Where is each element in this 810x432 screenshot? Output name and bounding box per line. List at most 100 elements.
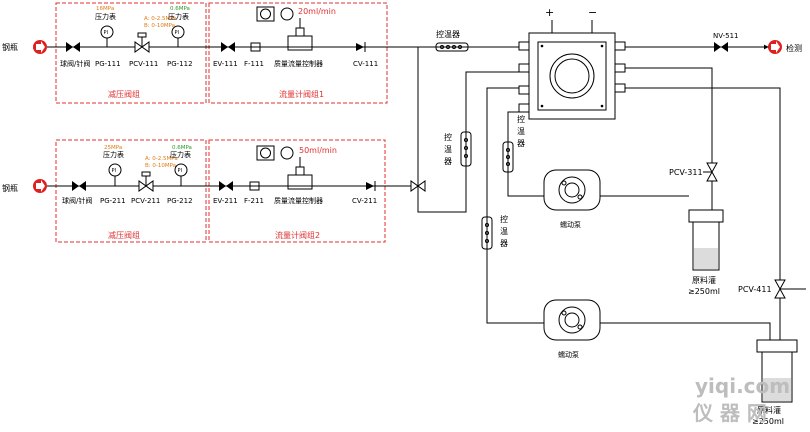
tank2-label: 原料灌 <box>757 405 781 415</box>
outlet-arrow-icon <box>768 40 782 54</box>
pcv-211-icon <box>138 171 154 192</box>
g2-range-a: A: 0-2.5MPa <box>145 156 178 162</box>
g2-label-f211: F-211 <box>244 197 264 205</box>
g1-box-flow-title: 流量计阀组1 <box>279 89 324 99</box>
cylinder-label-top: 钢瓶 <box>2 42 18 52</box>
merge-line-1 <box>387 46 519 213</box>
flow-valve-box-2 <box>208 139 386 243</box>
g1-box-pressure-title: 减压阀组 <box>108 89 140 99</box>
ball-valve-1-icon <box>66 42 80 52</box>
g1-flow-value: 20ml/min <box>298 7 336 16</box>
heater-top-label: 控温器 <box>436 29 460 39</box>
g2-label-mfc: 质量流量控制器 <box>274 196 323 205</box>
svg-text:PI: PI <box>112 168 117 174</box>
g2-label-pcv211: PCV-211 <box>131 197 160 205</box>
g2-gauge-title-1: 压力表 <box>103 150 124 159</box>
g1-label-f111: F-111 <box>244 60 264 68</box>
heater-low-char-2: 温 <box>500 227 508 236</box>
heater-mid-icon <box>502 141 514 173</box>
pcv311-label: PCV-311 <box>669 168 703 177</box>
svg-text:PI: PI <box>178 168 183 174</box>
pressure-valve-box-1 <box>55 2 207 104</box>
liquid-out-line-2 <box>625 87 781 280</box>
g1-range-b: B: 0-10MPa <box>144 23 175 29</box>
filter-f211-icon <box>249 181 260 191</box>
tank1-capacity: ≥250ml <box>688 287 720 296</box>
pump1-discharge-line <box>507 111 544 197</box>
svg-text:PI: PI <box>104 30 109 36</box>
feed-tank-2 <box>756 339 798 403</box>
pcv-411-icon <box>774 279 806 299</box>
reactor-vessel <box>518 20 626 120</box>
g1-label-mfc: 质量流量控制器 <box>274 59 323 68</box>
display-2-icon <box>256 145 301 167</box>
pump2-discharge-line <box>486 87 544 324</box>
svg-text:PI: PI <box>175 30 180 36</box>
g2-label-ev211: EV-211 <box>213 197 238 205</box>
g2-range-1: 25MPa <box>104 145 122 151</box>
g2-label-pg211: PG-211 <box>100 197 126 205</box>
pressure-gauge-pg211-icon: PI <box>108 163 122 186</box>
needle-valve-nv511-icon <box>714 42 728 52</box>
g1-range-a: A: 0-2.5MPa <box>144 16 177 22</box>
g1-label-ball-valve: 球阀/针阀 <box>60 59 90 68</box>
tank1-label: 原料灌 <box>692 275 716 285</box>
g1-label-pg112: PG-112 <box>167 60 193 68</box>
inlet-arrow-top-icon <box>33 40 47 54</box>
heater-left-char-3: 器 <box>444 157 452 166</box>
pcv-111-icon <box>134 32 150 53</box>
flow-valve-box-1 <box>208 2 388 104</box>
pcv-311-icon <box>703 162 718 182</box>
feed-tank-1 <box>688 209 724 271</box>
ball-valve-2-icon <box>72 181 86 191</box>
g2-gauge-title-2: 压力表 <box>170 150 191 159</box>
g2-range-b: B: 0-10MPa <box>145 163 176 169</box>
filter-f111-icon <box>250 42 261 52</box>
heater-left-icon <box>460 131 472 167</box>
heater-low-char-3: 器 <box>500 239 508 248</box>
g2-box-flow-title: 流量计阀组2 <box>275 230 320 240</box>
heater-left-char-2: 温 <box>444 145 452 154</box>
ev-111-icon <box>221 42 235 52</box>
g2-label-cv211: CV-211 <box>352 197 377 205</box>
g1-label-pcv111: PCV-111 <box>129 60 158 68</box>
g1-label-cv111: CV-111 <box>353 60 378 68</box>
electrode-plus: + <box>545 6 554 19</box>
g1-range-2: 0.6MPa <box>170 6 190 12</box>
three-way-valve-merge-icon <box>410 180 426 192</box>
outlet-label: 检测 <box>786 43 802 53</box>
electrode-minus: − <box>588 6 597 19</box>
heater-mid-char-2: 温 <box>517 127 525 136</box>
heater-low-char-1: 控 <box>500 214 508 224</box>
pump1-label: 蠕动泵 <box>560 220 581 229</box>
nv511-label: NV-511 <box>713 32 739 40</box>
cylinder-label-bottom: 钢瓶 <box>2 183 18 193</box>
ev-211-icon <box>219 181 233 191</box>
pressure-valve-box-2 <box>55 139 207 243</box>
liquid-out-line-1 <box>625 67 713 168</box>
peristaltic-pump-2-icon <box>543 299 601 341</box>
g1-label-pg111: PG-111 <box>95 60 121 68</box>
watermark-line-1: yiqi.com <box>695 374 790 398</box>
pressure-gauge-pg111-icon: PI <box>100 25 114 47</box>
pressure-gauge-pg212-icon: PI <box>174 163 188 186</box>
g1-gauge-title-1: 压力表 <box>95 12 116 21</box>
check-valve-cv211-icon <box>366 181 376 191</box>
heater-mid-char-1: 控 <box>517 114 525 124</box>
g2-box-pressure-title: 减压阀组 <box>108 230 140 240</box>
g2-label-ball-valve: 球阀/针阀 <box>62 196 92 205</box>
pcv411-label: PCV-411 <box>738 285 772 294</box>
tank2-capacity: ≥250ml <box>752 417 784 426</box>
heater-left-char-1: 控 <box>444 132 452 142</box>
check-valve-cv111-icon <box>356 42 366 52</box>
g2-label-pg212: PG-212 <box>167 197 193 205</box>
g1-range-1: 16MPa <box>96 6 114 12</box>
pump2-suction-line <box>600 322 771 340</box>
g1-label-ev111: EV-111 <box>213 60 238 68</box>
pressure-gauge-pg112-icon: PI <box>171 25 185 47</box>
heater-mid-char-3: 器 <box>517 139 525 148</box>
inlet-arrow-bottom-icon <box>33 179 47 193</box>
watermark-line-2: 仪 器 网 <box>692 401 767 425</box>
heater-top-icon <box>435 42 469 52</box>
